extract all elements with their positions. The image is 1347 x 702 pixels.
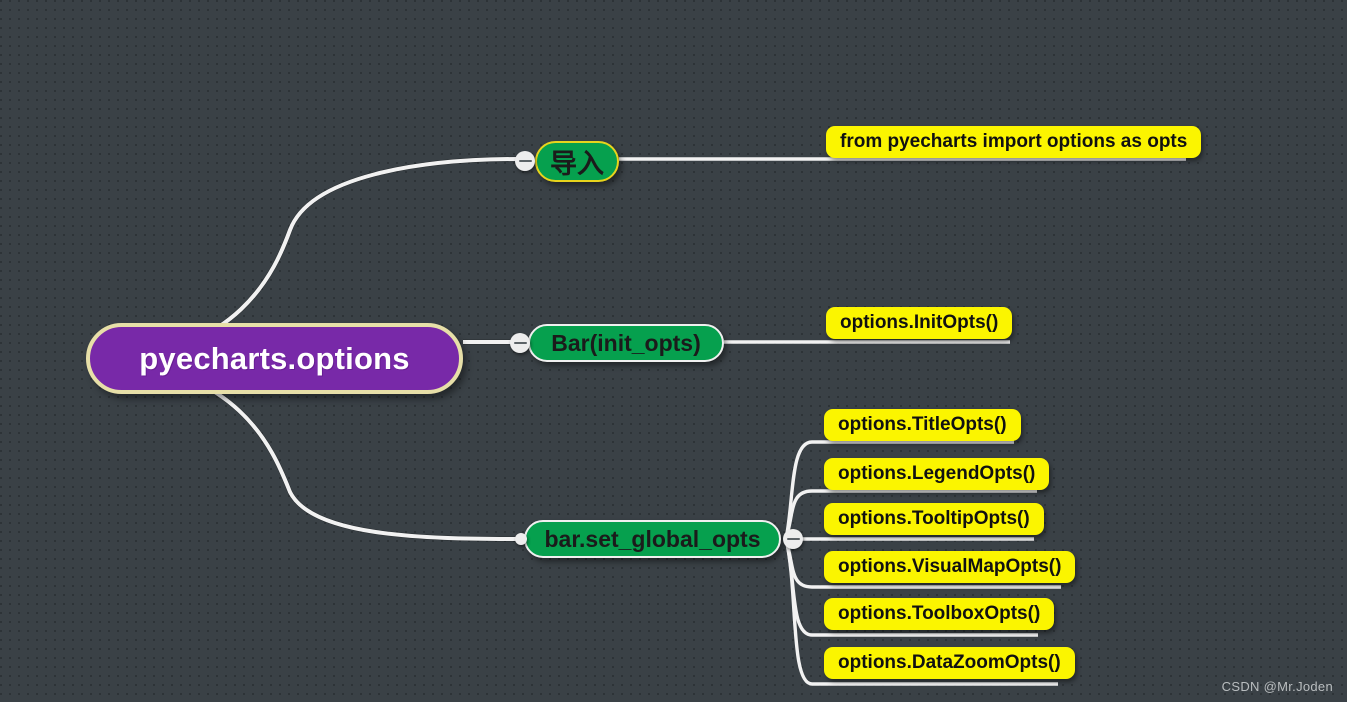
leaf-node-import-0[interactable]: from pyecharts import options as opts [826, 126, 1202, 158]
root-node[interactable]: pyecharts.options [86, 323, 463, 394]
anchor-dot-global [515, 533, 527, 545]
leaf-node-bar-0[interactable]: options.InitOpts() [826, 307, 1013, 339]
leaf-node-global-2[interactable]: options.TooltipOpts() [824, 503, 1044, 535]
branch-node-bar[interactable]: Bar(init_opts) [528, 324, 724, 362]
leaf-node-global-3[interactable]: options.VisualMapOpts() [824, 551, 1076, 583]
collapse-handle-bar[interactable] [510, 333, 530, 353]
leaf-node-global-5[interactable]: options.DataZoomOpts() [824, 647, 1075, 679]
leaf-node-global-0[interactable]: options.TitleOpts() [824, 409, 1021, 441]
branch-node-import[interactable]: 导入 [535, 141, 619, 182]
collapse-handle-import[interactable] [515, 151, 535, 171]
leaf-node-global-4[interactable]: options.ToolboxOpts() [824, 598, 1055, 630]
watermark-text: CSDN @Mr.Joden [1221, 679, 1333, 694]
leaf-node-global-1[interactable]: options.LegendOpts() [824, 458, 1050, 490]
branch-node-global[interactable]: bar.set_global_opts [524, 520, 781, 558]
collapse-handle-global[interactable] [783, 529, 803, 549]
